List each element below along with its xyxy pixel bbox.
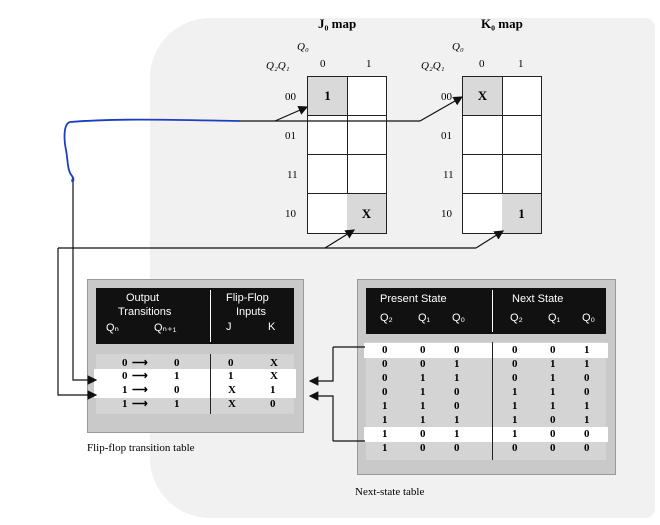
k-map-corner-q2q1: Q₂Q₁ xyxy=(421,60,445,72)
arrow-into-j-cell-10 xyxy=(324,229,356,249)
wire-ns-to-ff-row-3 xyxy=(308,391,334,441)
k-map-corner-q0: Q₀ xyxy=(452,41,464,53)
k-cell-00-1 xyxy=(502,77,541,116)
ff-table-body: 0 ⟶ 0 0 X 0 ⟶ 1 1 X 1 ⟶ 0 X 1 1 ⟶ 1 X 0 xyxy=(94,354,296,414)
j-cell-01-0 xyxy=(308,116,348,155)
j-cell-01-1 xyxy=(347,116,386,155)
j-cell-11-1 xyxy=(347,155,386,194)
ff-header-inputs: Inputs xyxy=(236,306,266,318)
ns-table-caption: Next-state table xyxy=(355,486,425,498)
k-cell-00-0: X xyxy=(463,77,503,116)
k-map-title: K₀ map xyxy=(481,16,523,31)
ns-col-next-q0: Q₀ xyxy=(582,312,596,324)
j-map-row-00: 00 xyxy=(285,91,296,103)
ff-header-flip-flop: Flip-Flop xyxy=(226,292,269,304)
j-map-row-10: 10 xyxy=(285,208,296,220)
arrow-into-k-cell-00 xyxy=(419,96,464,122)
k-map-row-11: 11 xyxy=(443,169,454,181)
ff-table-header: Output Transitions Qₙ Qₙ₊₁ Flip-Flop Inp… xyxy=(96,288,294,344)
arrow-into-k-cell-10 xyxy=(475,230,505,249)
ff-row: 0 ⟶ 0 0 X xyxy=(122,357,278,369)
ff-header-output: Output xyxy=(126,292,160,304)
handdrawn-blue-line xyxy=(63,118,241,183)
ns-body-divider xyxy=(492,342,493,460)
ns-header-next: Next State xyxy=(512,293,564,305)
ns-col-q2: Q₂ xyxy=(380,312,393,324)
j-map-corner-q0: Q₀ xyxy=(297,41,309,53)
wire-to-ff-row-2 xyxy=(72,178,98,385)
ff-header-j: J xyxy=(226,321,232,333)
j-map-row-01: 01 xyxy=(285,130,296,142)
k-map-col-1: 1 xyxy=(518,58,524,70)
j-cell-10-1: X xyxy=(347,194,386,233)
ff-header-divider xyxy=(210,290,211,342)
ff-header-qn1: Qₙ₊₁ xyxy=(154,322,177,334)
k-cell-10-1: 1 xyxy=(502,194,541,233)
ff-row-highlighted: 1 ⟶ 0 X 1 xyxy=(94,383,296,398)
flip-flop-transition-table: Output Transitions Qₙ Qₙ₊₁ Flip-Flop Inp… xyxy=(87,279,304,433)
j-map-title: J₀ map xyxy=(318,16,357,31)
j-map-row-11: 11 xyxy=(287,169,298,181)
ns-col-q0: Q₀ xyxy=(452,312,466,324)
arrow-into-j-cell-00 xyxy=(274,105,309,122)
next-state-table: Present State Next State Q₂ Q₁ Q₀ Q₂ Q₁ … xyxy=(357,279,616,475)
k-cell-11-0 xyxy=(463,155,503,194)
k-map-row-10: 10 xyxy=(441,208,452,220)
ff-header-qn: Qₙ xyxy=(106,322,119,334)
ff-body-divider xyxy=(210,354,211,414)
j-cell-11-0 xyxy=(308,155,348,194)
ff-header-k: K xyxy=(268,321,276,333)
k-cell-01-0 xyxy=(463,116,503,155)
j-cell-00-1 xyxy=(347,77,386,116)
ff-table-caption: Flip-flop transition table xyxy=(87,442,195,454)
k-cell-01-1 xyxy=(502,116,541,155)
ff-row: 1 ⟶ 1 X 0 xyxy=(122,398,276,410)
k-map-row-00: 00 xyxy=(441,91,452,103)
k-map-row-01: 01 xyxy=(441,130,452,142)
ns-col-next-q1: Q₁ xyxy=(548,312,561,324)
j-cell-00-0: 1 xyxy=(308,77,348,116)
wire-ns-to-ff-row-2 xyxy=(308,347,334,386)
ff-row-highlighted: 0 ⟶ 1 1 X xyxy=(94,369,296,384)
ns-col-q1: Q₁ xyxy=(418,312,431,324)
j-map-col-0: 0 xyxy=(320,58,326,70)
j-map-corner-q2q1: Q₂Q₁ xyxy=(266,60,290,72)
ns-table-header: Present State Next State Q₂ Q₁ Q₀ Q₂ Q₁ … xyxy=(366,288,606,334)
j-map-col-1: 1 xyxy=(366,58,372,70)
k-map-col-0: 0 xyxy=(479,58,485,70)
ns-col-next-q2: Q₂ xyxy=(510,312,523,324)
k-cell-11-1 xyxy=(502,155,541,194)
k-karnaugh-map: X 1 xyxy=(462,76,542,234)
ns-header-divider xyxy=(492,290,493,332)
ns-header-present: Present State xyxy=(380,293,447,305)
ff-header-transitions: Transitions xyxy=(118,306,172,318)
wire-to-ff-row-3 xyxy=(57,248,98,400)
